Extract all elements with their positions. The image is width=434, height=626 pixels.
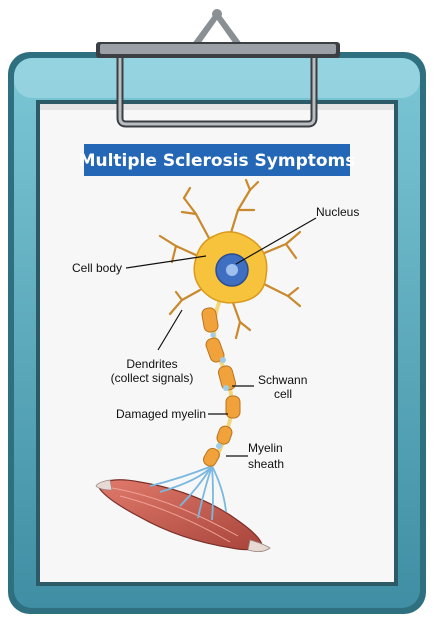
cell-body	[193, 231, 268, 304]
myelin-sheath	[201, 307, 241, 467]
cell-body-label: Cell body	[72, 261, 122, 275]
myelin-sheath-label-line1: Myelin	[248, 441, 283, 455]
schwann-cell-label-line2: cell	[274, 387, 292, 401]
nucleus-label: Nucleus	[316, 205, 359, 219]
dendrites	[158, 178, 302, 340]
damaged-myelin-spots	[210, 332, 229, 449]
damaged-myelin-label: Damaged myelin	[116, 407, 206, 421]
dendrites-label: Dendrites	[126, 357, 177, 371]
myelin-sheath-label-line2: sheath	[248, 457, 284, 471]
muscle-fiber	[95, 479, 271, 552]
schwann-cell-label-line1: Schwann	[258, 373, 307, 387]
label-lines	[125, 217, 317, 457]
clipboard-clip	[96, 9, 340, 128]
dendrites-note-label: (collect signals)	[111, 371, 194, 385]
title-banner: Multiple Sclerosis Symptoms	[79, 144, 356, 176]
axon-terminals	[149, 465, 227, 521]
title-text: Multiple Sclerosis Symptoms	[79, 151, 356, 171]
